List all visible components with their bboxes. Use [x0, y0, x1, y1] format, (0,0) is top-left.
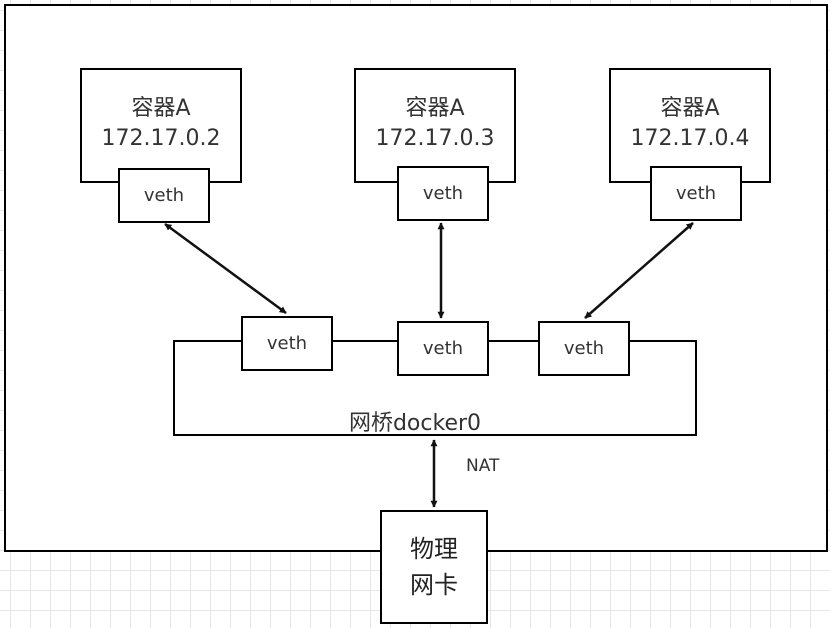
container-ip: 172.17.0.2: [101, 126, 221, 151]
veth-label: veth: [422, 338, 464, 359]
container-box-3: 容器A 172.17.0.4: [609, 68, 771, 183]
veth-label: veth: [266, 333, 308, 354]
bridge-veth-2: veth: [397, 321, 489, 376]
nic-label-line2: 网卡: [410, 571, 458, 599]
veth-label: veth: [143, 185, 185, 206]
container-name: 容器A: [405, 96, 465, 121]
bridge-veth-3: veth: [538, 321, 630, 376]
bridge-label: 网桥docker0: [348, 411, 482, 436]
container-veth-1: veth: [118, 168, 210, 223]
veth-label: veth: [675, 183, 717, 204]
container-name: 容器A: [131, 96, 191, 121]
container-ip: 172.17.0.3: [375, 126, 495, 151]
container-veth-2: veth: [397, 166, 489, 221]
container-box-2: 容器A 172.17.0.3: [354, 68, 516, 183]
nat-label: NAT: [466, 456, 500, 476]
nic-label-line1: 物理: [410, 535, 458, 563]
bridge-veth-1: veth: [241, 316, 333, 371]
veth-label: veth: [563, 338, 605, 359]
container-veth-3: veth: [650, 166, 742, 221]
veth-label: veth: [422, 183, 464, 204]
container-ip: 172.17.0.4: [630, 126, 750, 151]
container-name: 容器A: [660, 96, 720, 121]
physical-nic-box: 物理 网卡: [380, 510, 488, 624]
container-box-1: 容器A 172.17.0.2: [80, 68, 242, 183]
